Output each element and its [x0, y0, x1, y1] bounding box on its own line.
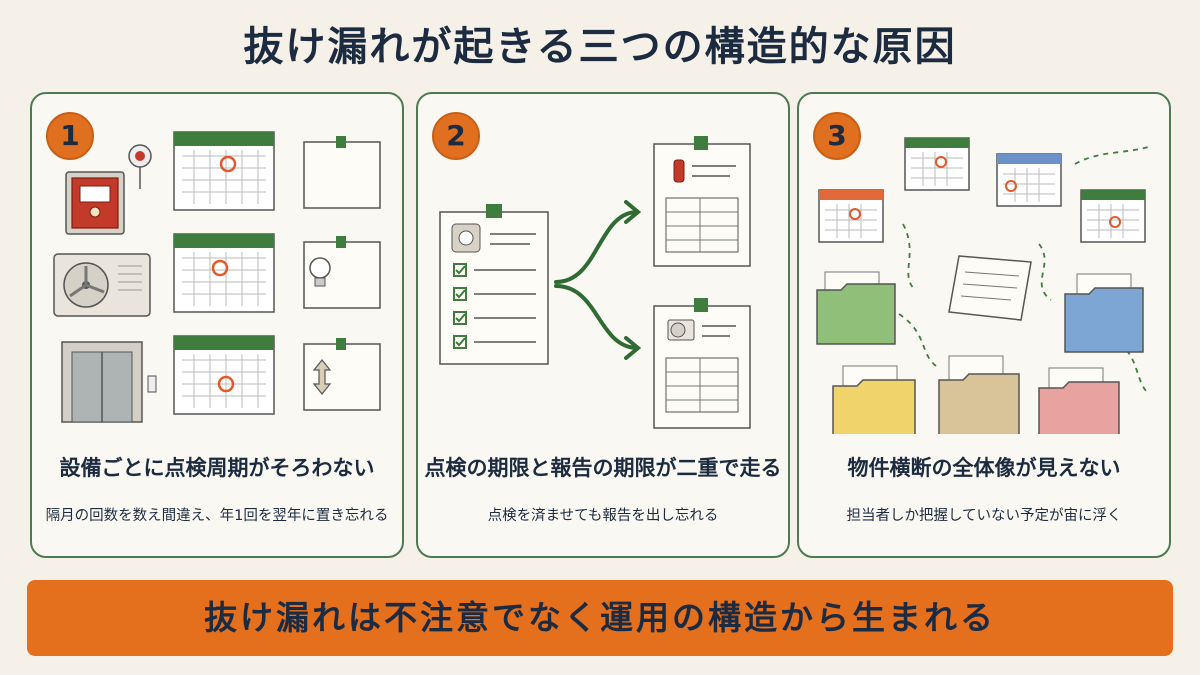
blank-note-icon [303, 136, 381, 209]
branch-arrows [554, 200, 642, 360]
cause-panel-2: 2 [416, 92, 790, 558]
calendar-icon-3 [173, 335, 275, 415]
cause-panel-1: 1 [30, 92, 404, 558]
calendar-icon-green-1 [904, 137, 970, 191]
panel-2-heading: 点検の期限と報告の期限が二重で走る [424, 456, 782, 480]
elevator-icon [61, 341, 157, 423]
number-badge-3: 3 [813, 112, 861, 160]
panel-3-subtext: 担当者しか把握していない予定が宙に浮く [846, 508, 1122, 524]
cause-panel-3: 3 [797, 92, 1171, 558]
light-bulb-icon [303, 236, 381, 309]
number-badge-2: 2 [432, 112, 480, 160]
calendar-icon-blue [996, 153, 1062, 207]
panel-1-subtext: 隔月の回数を数え間違え、年1回を翌年に置き忘れる [45, 508, 389, 524]
calendar-icon-green-2 [1080, 189, 1146, 243]
conclusion-text: 抜け漏れは不注意でなく運用の構造から生まれる [204, 598, 996, 637]
folder-icon-tan [938, 355, 1020, 434]
panel-1-heading: 設備ごとに点検周期がそろわない [59, 456, 375, 480]
loose-paper-icon [948, 255, 1032, 321]
report-document-icon [653, 298, 751, 429]
calendar-icon-1 [173, 131, 275, 211]
panel-1-illustration [53, 131, 381, 423]
inspection-report-icon [653, 136, 751, 267]
calendar-icon-2 [173, 233, 275, 313]
dashed-paths [898, 145, 1152, 395]
calendar-icon-red [818, 189, 884, 243]
panel-2-illustration [439, 136, 751, 429]
air-conditioner-unit-icon [53, 253, 151, 317]
checklist-clipboard-icon [439, 204, 549, 365]
folder-icon-blue [1064, 273, 1144, 353]
folder-icon-green [816, 271, 896, 345]
up-down-arrow-icon [303, 338, 381, 411]
panel-3-illustration [816, 137, 1152, 434]
conclusion-banner: 抜け漏れは不注意でなく運用の構造から生まれる [27, 580, 1173, 656]
fire-alarm-panel-icon [65, 144, 152, 235]
panel-3-heading: 物件横断の全体像が見えない [847, 456, 1121, 480]
panel-2-subtext: 点検を済ませても報告を出し忘れる [487, 508, 719, 524]
number-badge-1: 1 [46, 112, 94, 160]
folder-icon-pink [1038, 367, 1120, 434]
folder-icon-yellow [832, 365, 916, 434]
page-title: 抜け漏れが起きる三つの構造的な原因 [243, 24, 957, 70]
